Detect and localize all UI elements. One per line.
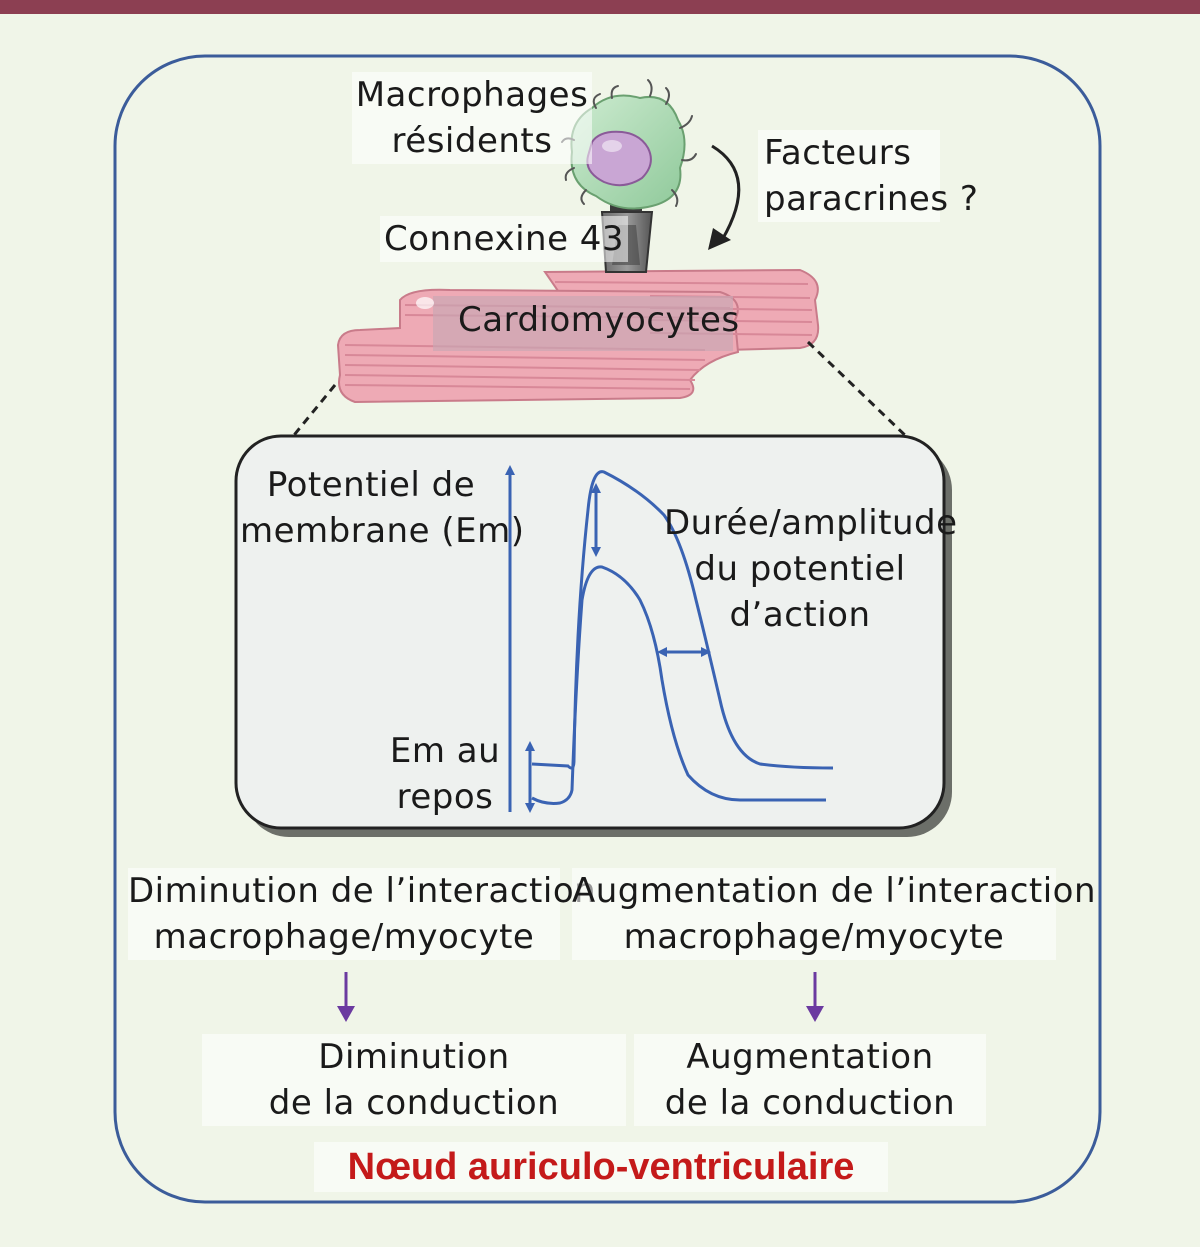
paracrine-arrow <box>711 144 741 241</box>
cardiomyocytes-graphic <box>336 268 820 404</box>
diagram-title: Nœud auriculo-ventriculaire <box>314 1142 888 1192</box>
cardiomyocyte-label: Cardiomyocytes <box>458 300 740 340</box>
action-potential-inset <box>234 434 946 830</box>
trace-lower <box>531 565 826 805</box>
connexin-label: Connexine 43 <box>380 216 629 262</box>
outer-frame <box>113 54 1102 1204</box>
paracrine-arrow-head <box>708 228 731 250</box>
zoom-line-left <box>288 384 337 441</box>
macrophage-graphic <box>561 79 697 210</box>
zoom-line-right <box>806 340 912 442</box>
top-bar <box>0 0 1200 14</box>
